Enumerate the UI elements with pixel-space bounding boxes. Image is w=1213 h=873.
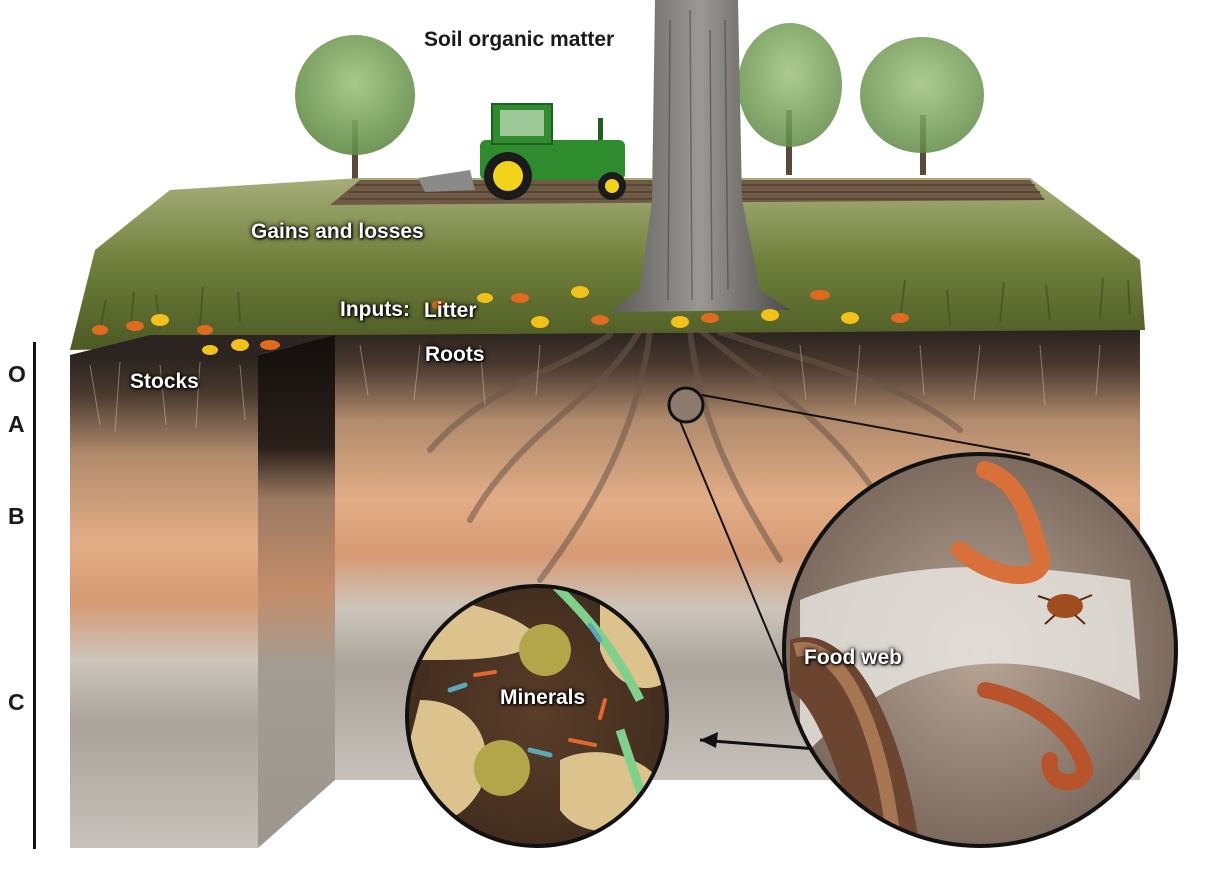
horizon-axis-bar (33, 342, 36, 849)
horizon-label-o: O (8, 361, 26, 387)
inputs-label: Inputs: (340, 298, 410, 321)
food-web-inset (782, 452, 1178, 848)
leaf-litter (92, 286, 909, 355)
stocks-label: Stocks (130, 370, 199, 393)
title-label: Soil organic matter (424, 28, 615, 51)
tree-trunk (610, 0, 790, 312)
horizon-label-c: C (8, 689, 25, 715)
minerals-label: Minerals (500, 686, 586, 709)
food-web-label: Food web (804, 646, 902, 669)
gains-losses-label: Gains and losses (251, 220, 424, 243)
background-trees (295, 23, 984, 180)
horizon-label-b: B (8, 503, 25, 529)
litter-label: Litter (424, 299, 477, 322)
tractor (418, 103, 626, 200)
field-surface (70, 178, 1145, 350)
roots-label: Roots (425, 343, 485, 366)
horizon-label-a: A (8, 411, 25, 437)
